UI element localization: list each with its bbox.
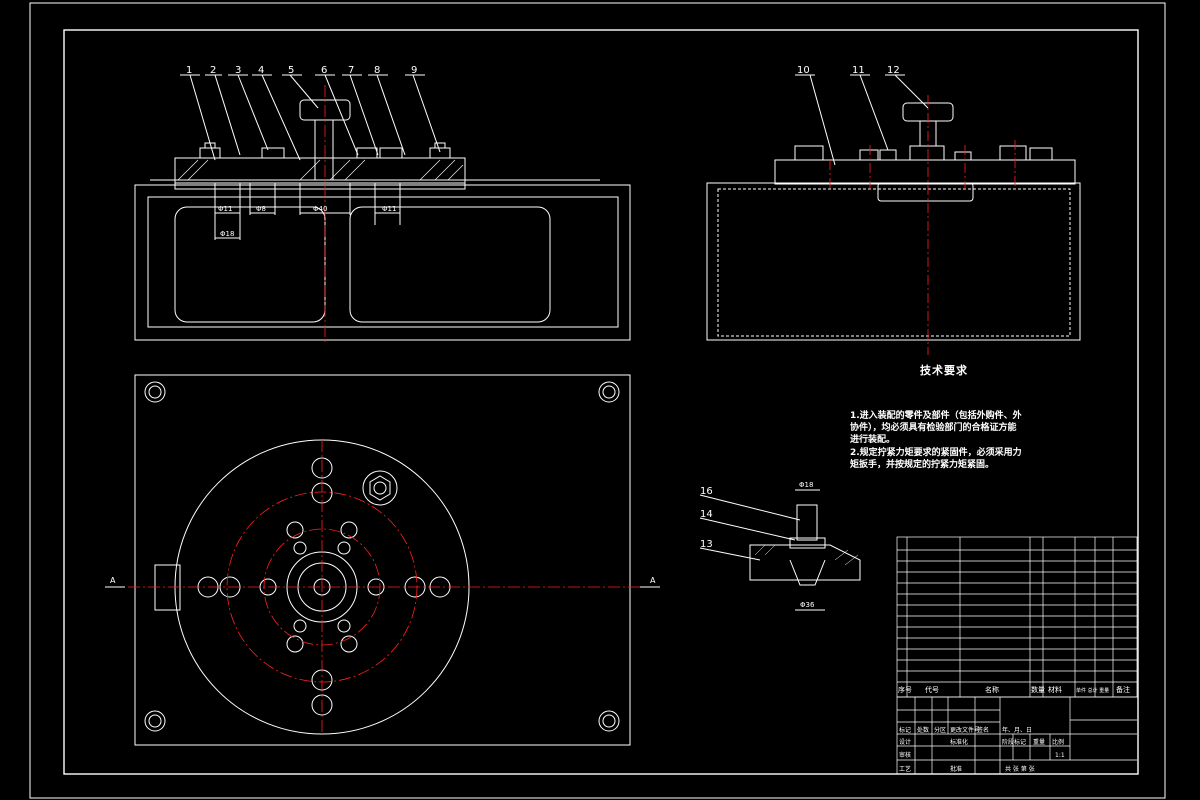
balloon-9: 9 (411, 65, 417, 76)
dim-4: Φ40 (313, 205, 327, 213)
tb-weight: 重量 (1033, 738, 1045, 746)
tb-review: 审核 (899, 751, 911, 759)
dim-7: Φ36 (800, 601, 815, 609)
tb-approve: 批准 (950, 765, 962, 773)
dim-3: Φ8 (256, 205, 266, 213)
inner-border (63, 29, 1139, 775)
bom-table (896, 536, 1138, 698)
balloon-2: 2 (210, 65, 216, 76)
detail-view (699, 489, 861, 611)
balloon-6: 6 (321, 65, 327, 76)
balloon-13: 13 (700, 539, 713, 550)
dim-6: Φ18 (799, 481, 813, 489)
top-centerlines (128, 440, 640, 735)
dim-2: Φ18 (220, 230, 234, 238)
balloon-16: 16 (700, 486, 713, 497)
tb-std: 标准化 (950, 738, 968, 746)
tech-requirements-title: 技术要求 (920, 364, 968, 377)
tb-zone: 分区 (934, 726, 946, 734)
tb-change: 更改文件号 (950, 726, 980, 734)
balloon-4: 4 (258, 65, 264, 76)
tech-req-line-1: 1.进入装配的零件及部件（包括外购件、外 (850, 411, 1022, 421)
bom-col-weight: 单件 总计 重量 (1076, 687, 1109, 694)
tb-mark: 标记 (899, 726, 911, 734)
tb-process: 工艺 (899, 765, 911, 773)
front-view (134, 74, 631, 341)
tb-count: 处数 (917, 726, 929, 734)
balloon-labels: 1 2 3 4 5 6 7 8 9 10 11 12 16 14 13 (186, 65, 900, 550)
tb-stage: 阶段标记 (1002, 738, 1026, 746)
balloon-8: 8 (374, 65, 380, 76)
title-block-labels: 标记 处数 分区 更改文件号 签名 年、月、日 设计 标准化 审核 工艺 批准 … (899, 726, 1065, 773)
balloon-12: 12 (887, 65, 900, 76)
tech-req-line-4: 2.规定拧紧力矩要求的紧固件，必须采用力 (850, 448, 1022, 458)
bom-col-code: 代号 (925, 685, 939, 694)
bom-col-material: 材料 (1048, 685, 1062, 694)
balloon-7: 7 (348, 65, 354, 76)
tb-date: 年、月、日 (1002, 726, 1032, 734)
top-view (105, 374, 660, 746)
tb-design: 设计 (899, 738, 911, 746)
balloon-14: 14 (700, 509, 713, 520)
bom-col-name: 名称 (985, 685, 999, 694)
tb-sheet: 共 张 第 张 (1005, 765, 1035, 773)
tech-req-line-5: 矩扳手，并按规定的拧紧力矩紧固。 (850, 460, 995, 470)
balloon-11: 11 (852, 65, 865, 76)
detail-hatch (754, 544, 859, 566)
outer-border (29, 2, 1166, 799)
bom-col-remark: 备注 (1116, 685, 1130, 694)
dim-1: Φ11 (218, 205, 232, 213)
section-mark-right: A (650, 576, 656, 585)
tech-req-line-3: 进行装配。 (850, 435, 896, 445)
balloon-1: 1 (186, 65, 192, 76)
balloon-10: 10 (797, 65, 810, 76)
side-view (706, 74, 1081, 341)
bom-col-qty: 数量 (1031, 685, 1045, 694)
tb-ratio: 比例 (1052, 738, 1064, 746)
bom-header: 序号 代号 名称 数量 材料 单件 总计 重量 备注 (898, 685, 1130, 694)
tb-scale: 1:1 (1055, 752, 1065, 759)
tb-sign: 签名 (977, 726, 989, 734)
dimension-labels: Φ11 Φ18 Φ8 Φ40 Φ11 Φ18 Φ36 (218, 205, 815, 609)
bom-col-seq: 序号 (898, 685, 912, 694)
balloon-5: 5 (288, 65, 294, 76)
balloon-3: 3 (235, 65, 241, 76)
section-mark-left: A (110, 576, 116, 585)
title-block (896, 696, 1139, 775)
dim-5: Φ11 (382, 205, 396, 213)
side-centerlines (829, 95, 1016, 355)
tech-req-line-2: 协件），均必须具有检验部门的合格证方能 (850, 423, 1017, 433)
